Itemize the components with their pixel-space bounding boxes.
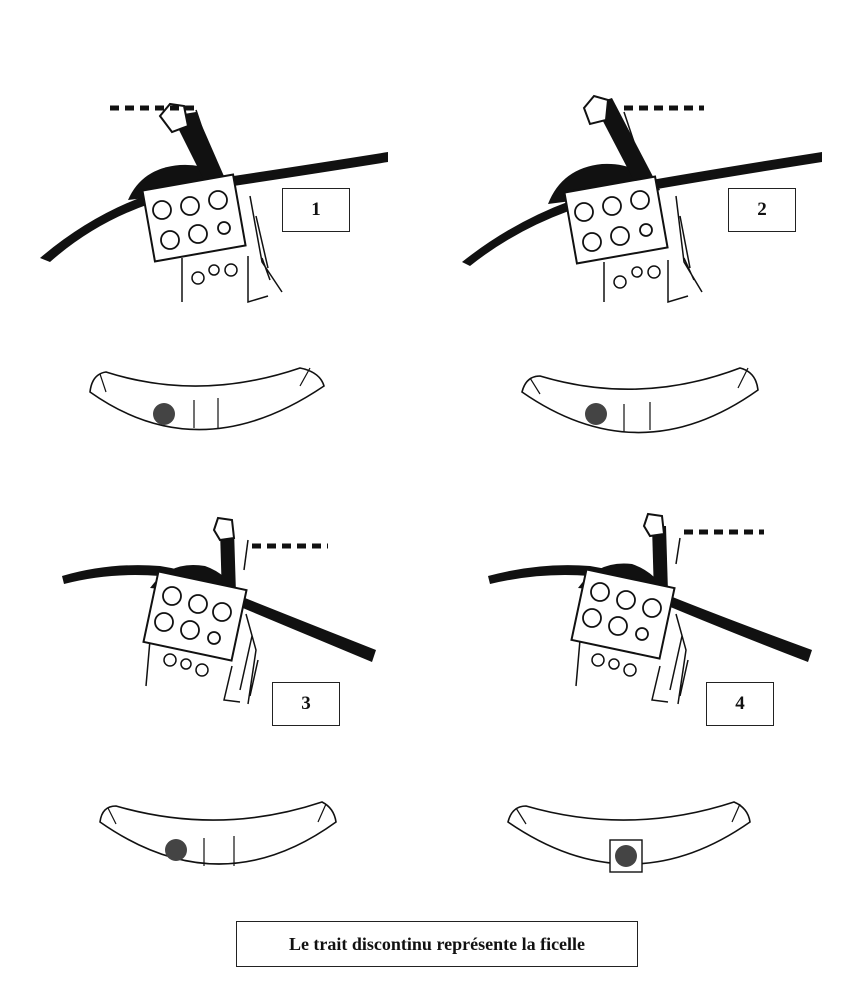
panel-3-gauge-dot bbox=[165, 839, 187, 861]
panel-3-gauge bbox=[99, 801, 337, 866]
panel-4-gauge-dot bbox=[615, 845, 637, 867]
panel-2-horizon-band bbox=[462, 152, 822, 266]
panel-4-gauge bbox=[507, 801, 751, 873]
caption: Le trait discontinu représente la ficell… bbox=[236, 921, 638, 967]
panel-1-label: 1 bbox=[282, 188, 350, 232]
panel-4-label: 4 bbox=[706, 682, 774, 726]
panel-1-illustration bbox=[40, 102, 388, 304]
panel-3-horizon-band bbox=[62, 565, 376, 662]
panel-4-string-strap bbox=[652, 526, 668, 596]
panel-4-illustration bbox=[488, 512, 812, 705]
panel-2-string-strap bbox=[594, 98, 660, 196]
panel-4-hand-lower bbox=[575, 613, 689, 705]
panel-2-hand-lower bbox=[603, 195, 703, 304]
panel-3-label: 3 bbox=[272, 682, 340, 726]
panel-2-gauge bbox=[521, 367, 759, 434]
panel-2-fixture bbox=[582, 94, 610, 126]
panel-4-fixture bbox=[642, 512, 666, 538]
panel-3-illustration bbox=[62, 516, 376, 705]
panel-1-gauge bbox=[89, 367, 325, 431]
panel-1-gauge-dot bbox=[153, 403, 175, 425]
panel-4-horizon-band bbox=[488, 565, 812, 662]
panel-3-hand-lower bbox=[145, 613, 259, 705]
panel-1-hand-lower bbox=[181, 195, 283, 304]
panel-1-string-strap bbox=[172, 112, 230, 196]
panel-1-fixture bbox=[158, 102, 190, 134]
panel-2-label: 2 bbox=[728, 188, 796, 232]
panel-3-string-strap bbox=[220, 530, 236, 598]
panel-3-fixture bbox=[212, 516, 236, 542]
panel-1-horizon-band bbox=[40, 152, 388, 262]
panel-2-illustration bbox=[462, 94, 822, 304]
panel-2-gauge-dot bbox=[585, 403, 607, 425]
